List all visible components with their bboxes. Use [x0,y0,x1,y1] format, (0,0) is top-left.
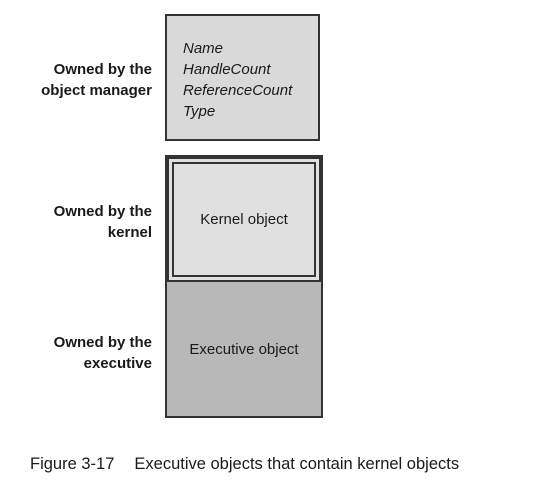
owned-by-object-manager-label: Owned by the object manager [41,61,152,99]
object-header-box: Name HandleCount ReferenceCount Type [165,14,320,141]
owned-by-kernel-label: Owned by the kernel [53,203,152,241]
field-type: Type [183,103,216,120]
header-field-list: Name HandleCount ReferenceCount Type [183,38,292,122]
figure-caption: Figure 3-17 Executive objects that contai… [30,455,459,474]
field-handle-count: HandleCount [183,61,271,78]
executive-object-label: Executive object [189,341,299,358]
executive-object-box: Kernel object Executive object [165,155,323,418]
field-reference-count: ReferenceCount [183,82,293,99]
figure-number: Figure 3-17 [30,455,115,473]
kernel-object-label: Kernel object [200,211,288,228]
kernel-object-box: Kernel object [167,157,321,282]
figure-caption-text: Executive objects that contain kernel ob… [134,455,460,473]
kernel-object-inner-box: Kernel object [172,162,316,277]
field-name: Name [183,40,224,57]
owned-by-executive-label: Owned by the executive [53,334,152,372]
